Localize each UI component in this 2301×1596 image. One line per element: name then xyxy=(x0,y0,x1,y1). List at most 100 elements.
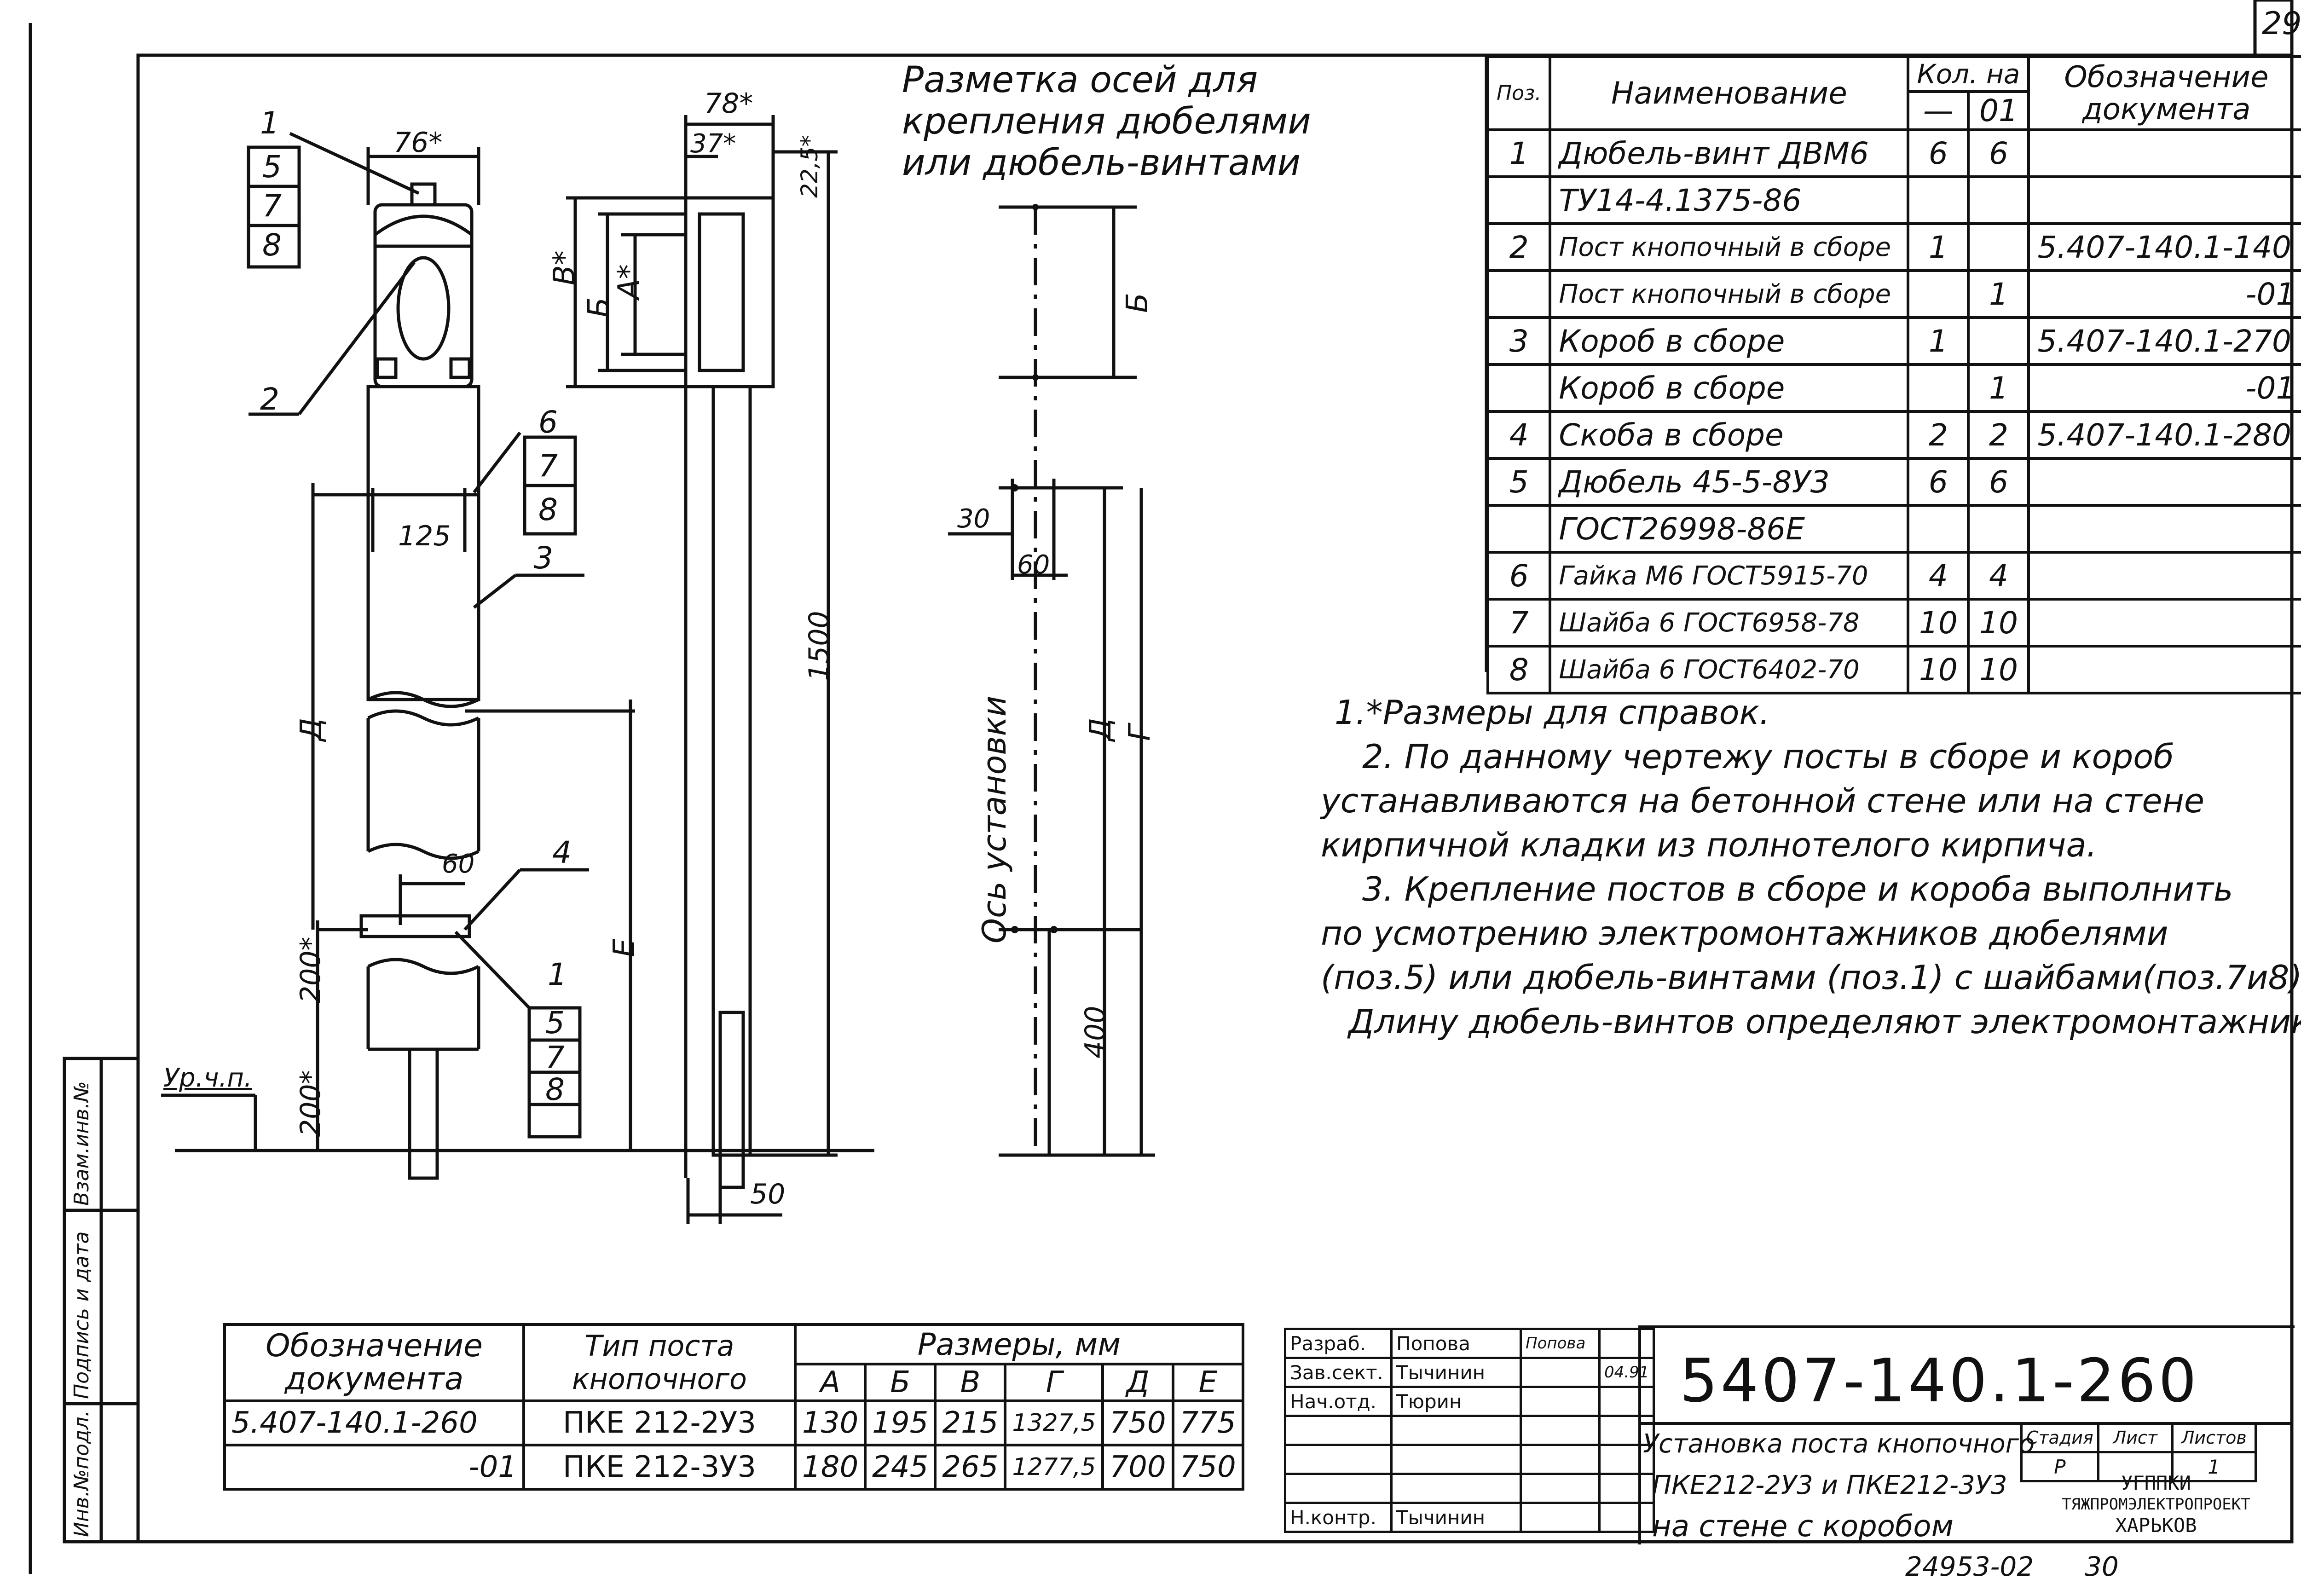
sizes-col-header: А xyxy=(793,1363,867,1402)
sizes-value: 700 xyxy=(1101,1444,1174,1491)
callout-mid-7: 7 xyxy=(538,448,558,484)
stamp-row xyxy=(1284,1444,1655,1475)
sizes-value: 265 xyxy=(934,1444,1007,1491)
note-line: 2. По данному чертежу посты в сборе и ко… xyxy=(1362,737,2174,776)
spec-cell-b: 2 xyxy=(1967,410,2030,460)
spec-cell-b: 10 xyxy=(1967,645,2030,694)
sizes-col-header: Б xyxy=(864,1363,937,1402)
stamp-date: 04.91 xyxy=(1598,1357,1655,1388)
side-label-replacement: Взам.инв.№ xyxy=(70,1081,93,1206)
side-label-signature: Подпись и дата xyxy=(70,1231,93,1399)
notes-block: 1.*Размеры для справок. 2. По данному че… xyxy=(1321,690,2301,1044)
spec-cell-a xyxy=(1907,504,1970,554)
spec-cell-name: Пост кнопочный в сборе xyxy=(1549,269,1910,319)
sizes-value: 750 xyxy=(1101,1399,1174,1446)
note-line: устанавливаются на бетонной стене или на… xyxy=(1321,781,2205,820)
callout-top-5: 5 xyxy=(262,149,282,185)
callout-top-7: 7 xyxy=(262,188,282,224)
stamp-role: Разраб. xyxy=(1284,1328,1393,1359)
stamp-name xyxy=(1390,1473,1522,1504)
stamp-name xyxy=(1390,1415,1522,1446)
spec-header-qty: Кол. на xyxy=(1907,55,2030,93)
spec-cell-b xyxy=(1967,316,2030,366)
sizes-doc: -01 xyxy=(223,1444,525,1491)
callout-bot-8: 8 xyxy=(545,1072,565,1107)
floor-level-label: Ур.ч.п. xyxy=(163,1063,252,1093)
note-line: кирпичной кладки из полнотелого кирпича. xyxy=(1321,826,2097,864)
spec-cell-pos: 6 xyxy=(1486,551,1552,601)
stamp-date xyxy=(1598,1328,1655,1359)
callout-4: 4 xyxy=(552,835,572,870)
spec-cell-b: 4 xyxy=(1967,551,2030,601)
spec-cell-a xyxy=(1907,269,1970,319)
spec-cell-pos: 3 xyxy=(1486,316,1552,366)
spec-cell-a: 1 xyxy=(1907,316,1970,366)
spec-row: ГОСТ26998-86Е xyxy=(1486,504,2301,554)
sizes-type: ПКЕ 212-3У3 xyxy=(522,1444,797,1491)
stamp-name: Тюрин xyxy=(1390,1386,1522,1417)
note-line: Длину дюбель-винтов определяют электромо… xyxy=(1348,1002,2301,1041)
spec-cell-name: Дюбель-винт ДВМ6 xyxy=(1549,128,1910,178)
stamp-row xyxy=(1284,1473,1655,1504)
spec-cell-pos: 2 xyxy=(1486,222,1552,272)
sizes-doc: 5.407-140.1-260 xyxy=(223,1399,525,1446)
spec-cell-b: 1 xyxy=(1967,363,2030,413)
sizes-value: 1327,5 xyxy=(1004,1399,1104,1446)
spec-cell-name: Шайба 6 ГОСТ6958-78 xyxy=(1549,598,1910,648)
spec-header-qty-b: 01 xyxy=(1967,90,2030,131)
spec-header-qty-a: — xyxy=(1907,90,1970,131)
note-line: 1.*Размеры для справок. xyxy=(1335,693,1770,732)
sheets-header: Листов xyxy=(2171,1422,2257,1453)
spec-cell-doc: -01 xyxy=(2027,269,2301,319)
spec-cell-doc xyxy=(2027,504,2301,554)
spec-cell-doc xyxy=(2027,551,2301,601)
spec-cell-b xyxy=(1967,222,2030,272)
spec-cell-b xyxy=(1967,504,2030,554)
sizes-value: 195 xyxy=(864,1399,937,1446)
stamp-role: Зав.сект. xyxy=(1284,1357,1393,1388)
stamp-role xyxy=(1284,1444,1393,1475)
callout-bot-5: 5 xyxy=(545,1005,565,1041)
label-e: Е xyxy=(607,938,642,957)
sizes-table: Обозначение документа Тип поста кнопочно… xyxy=(223,1323,1244,1491)
spec-cell-pos: 8 xyxy=(1486,645,1552,694)
layout-title-line-2: крепления дюбелями xyxy=(902,101,1311,142)
org-line: УГППКИ xyxy=(2121,1472,2191,1494)
dim-50: 50 xyxy=(750,1178,786,1210)
inventory-number: 24953-02 xyxy=(1905,1551,2034,1582)
stamp-role xyxy=(1284,1415,1393,1446)
label-b-axis: Б xyxy=(1121,293,1155,313)
sizes-value: 180 xyxy=(793,1444,867,1491)
spec-cell-pos xyxy=(1486,363,1552,413)
stage-table: Стадия Лист Листов Р 1 xyxy=(2020,1422,2257,1482)
sizes-col-header: Д xyxy=(1101,1363,1174,1402)
side-label-inventory: Инв.№подл. xyxy=(70,1410,93,1537)
stamp-row xyxy=(1284,1415,1655,1446)
stamp-role xyxy=(1284,1473,1393,1504)
label-d-axis: Д xyxy=(1084,718,1118,741)
spec-cell-a: 1 xyxy=(1907,222,1970,272)
dim-400: 400 xyxy=(1079,1006,1111,1058)
sizes-value: 750 xyxy=(1171,1444,1244,1491)
spec-cell-pos: 1 xyxy=(1486,128,1552,178)
spec-cell-a xyxy=(1907,363,1970,413)
stamp-date xyxy=(1598,1444,1655,1475)
spec-cell-a xyxy=(1907,175,1970,225)
spec-cell-doc xyxy=(2027,598,2301,648)
sheet-value xyxy=(2097,1451,2174,1482)
label-g-axis: Г xyxy=(1123,724,1157,741)
drawing-title-line-1: Установка поста кнопочного xyxy=(1643,1429,2035,1459)
spec-cell-name: Дюбель 45-5-8У3 xyxy=(1549,457,1910,507)
spec-cell-a: 10 xyxy=(1907,645,1970,694)
sheet-header: Лист xyxy=(2097,1422,2174,1453)
stamp-date xyxy=(1598,1415,1655,1446)
spec-cell-b: 10 xyxy=(1967,598,2030,648)
